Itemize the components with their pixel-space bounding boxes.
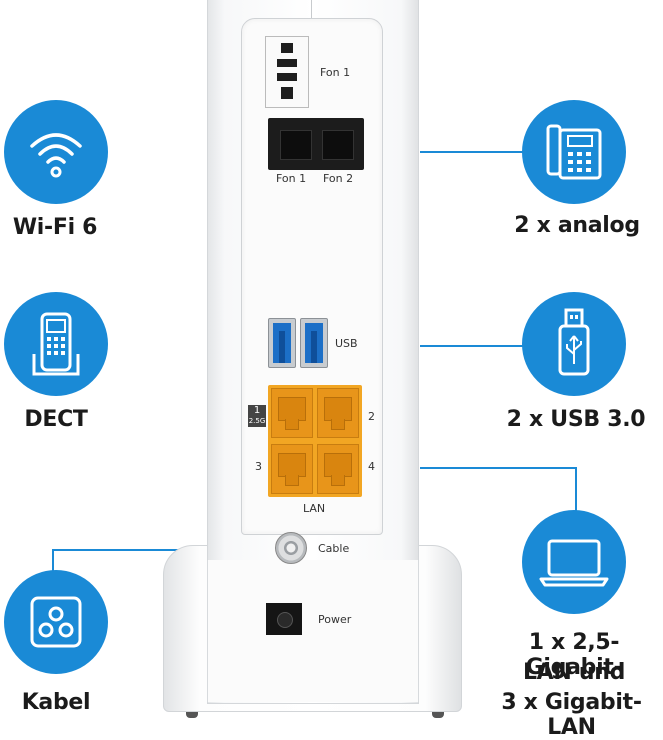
lan-feature-label-line1: 1 x 2,5-Gigabit-: [525, 630, 623, 680]
lan-connector-line-h: [420, 467, 576, 469]
wifi-feature-label: Wi-Fi 6: [12, 215, 98, 240]
analog-feature-label: 2 x analog: [514, 213, 640, 238]
kabel-feature-circle: [4, 570, 108, 674]
dect-feature-label: DECT: [24, 407, 88, 432]
lan-port-1: [271, 388, 313, 438]
router-seam: [311, 0, 312, 18]
fon1-tae-port: [265, 36, 309, 108]
fon2-label: Fon 2: [323, 172, 354, 185]
lan-port-2: [317, 388, 359, 438]
usb-port-2: [300, 318, 328, 368]
lan-port-4-label: 4: [368, 460, 375, 473]
lan-connector-line-v: [575, 467, 577, 513]
usb-label: USB: [335, 337, 358, 350]
coax-outlet-icon: [30, 596, 82, 648]
lan-port-block: [268, 385, 362, 497]
router-stand-inner: [207, 560, 419, 702]
usb-stick-icon: [558, 308, 590, 376]
lan-port-2-label: 2: [368, 410, 375, 423]
dect-handset-icon: [32, 312, 80, 376]
dect-feature-circle: [4, 292, 108, 396]
laptop-icon: [539, 539, 609, 587]
kabel-connector-line-h: [52, 549, 184, 551]
phone-icon: [546, 124, 602, 180]
usb-feature-label: 2 x USB 3.0: [506, 407, 646, 432]
kabel-feature-label: Kabel: [21, 690, 91, 715]
lan-port-1-speed: 2.5G: [248, 417, 266, 425]
fon1-top-label: Fon 1: [320, 66, 351, 79]
power-port: [266, 603, 302, 635]
usb-feature-circle: [522, 292, 626, 396]
usb-port-1: [268, 318, 296, 368]
lan-port-1-number: 1: [253, 405, 261, 416]
router-foot-right: [432, 712, 444, 718]
lan-feature-circle: [522, 510, 626, 614]
analog-connector-line: [420, 151, 523, 153]
router-foot-left: [186, 712, 198, 718]
lan-port-1-badge: 1 2.5G: [248, 405, 266, 427]
power-label: Power: [318, 613, 352, 626]
analog-feature-circle: [522, 100, 626, 204]
lan-feature-label-line3: 3 x Gigabit-LAN: [501, 690, 642, 740]
cable-label: Cable: [318, 542, 350, 555]
lan-port-3-label: 3: [255, 460, 262, 473]
wifi-icon: [30, 133, 82, 178]
wifi-feature-circle: [4, 100, 108, 204]
lan-port-3: [271, 444, 313, 494]
fon-rj11-ports: [268, 118, 364, 170]
kabel-connector-line-v: [52, 549, 54, 571]
fon1-label: Fon 1: [276, 172, 307, 185]
cable-coax-port: [275, 532, 307, 564]
lan-feature-label-line2: LAN und: [522, 660, 626, 685]
lan-label: LAN: [303, 502, 326, 515]
lan-port-4: [317, 444, 359, 494]
usb-connector-line: [420, 345, 523, 347]
